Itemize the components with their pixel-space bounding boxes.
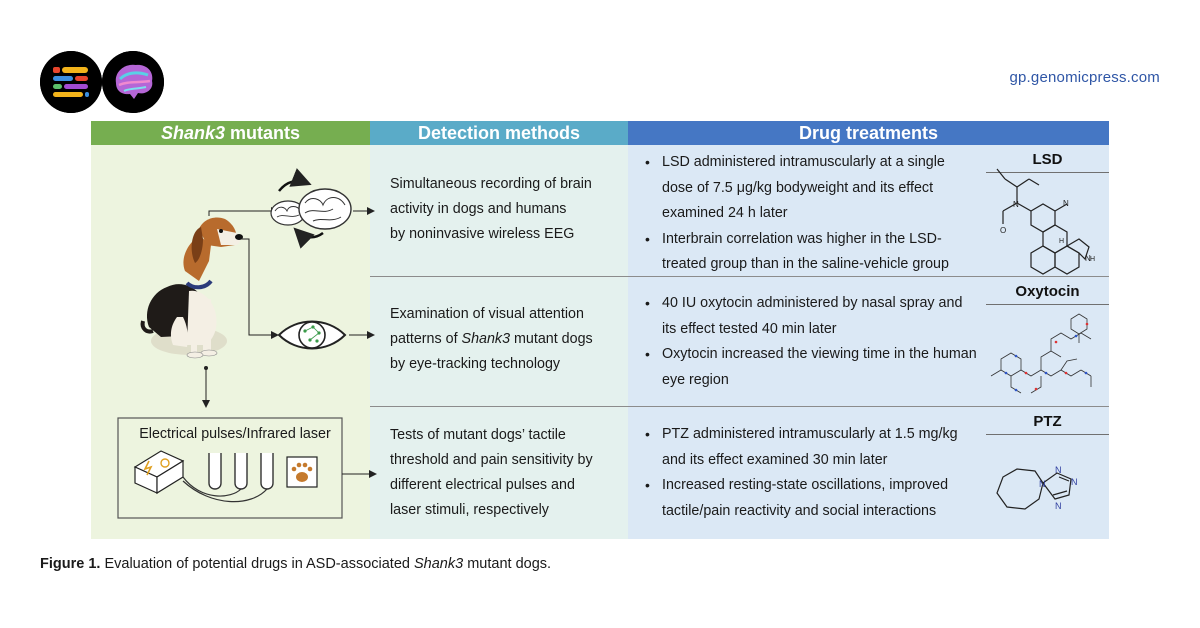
detection-text-tactile: Tests of mutant dogs’ tactile threshold … — [390, 427, 593, 518]
ptz-atom-label: N — [1055, 501, 1062, 511]
oxytocin-structure-diagram — [990, 313, 1092, 394]
bullet-item: PTZ administered intramuscularly at 1.5 … — [642, 422, 977, 473]
lsd-atom-label: O — [1000, 226, 1006, 235]
ptz-structure-diagram — [996, 468, 1072, 510]
lsd-bullets: LSD administered intramuscularly at a si… — [642, 150, 977, 278]
bullet-item: Interbrain correlation was higher in the… — [642, 227, 977, 278]
site-url[interactable]: gp.genomicpress.com — [1009, 69, 1160, 86]
drug-name-underline — [986, 172, 1109, 173]
bullet-item: Increased resting-state oscillations, im… — [642, 473, 977, 524]
ptz-atom-label: N — [1039, 479, 1046, 489]
bullet-item: 40 IU oxytocin administered by nasal spr… — [642, 291, 977, 342]
lsd-atom-label: N — [1085, 254, 1091, 263]
lsd-atom-label: H — [1090, 256, 1095, 263]
row-divider — [370, 406, 1109, 407]
header-mutants: Shank3 mutants — [91, 121, 370, 145]
lsd-atom-label: N — [1063, 199, 1069, 208]
dog-legs-icon — [208, 453, 274, 490]
connector-line — [208, 210, 269, 216]
drug-name-ptz: PTZ — [1033, 413, 1062, 430]
eye-icon — [277, 320, 347, 350]
electrode-wires — [182, 476, 268, 503]
figure-caption: Figure 1. Evaluation of potential drugs … — [40, 556, 552, 572]
bullet-item: LSD administered intramuscularly at a si… — [642, 150, 977, 227]
illustrations: O N N N H H — [117, 168, 1095, 519]
drug-name-oxytocin: Oxytocin — [1015, 283, 1080, 300]
drug-name-underline — [986, 434, 1109, 435]
header-detection: Detection methods — [370, 121, 628, 145]
lsd-atom-label: N — [1013, 200, 1019, 209]
detection-column — [370, 121, 628, 539]
brain-journal-logo — [102, 51, 164, 113]
detection-text-eeg: Simultaneous recording of brain activity… — [390, 176, 592, 242]
oxytocin-atom-dots — [1004, 322, 1089, 392]
lsd-structure-diagram — [996, 168, 1090, 275]
oxytocin-bullets: 40 IU oxytocin administered by nasal spr… — [642, 291, 977, 393]
brain-icon-large — [298, 188, 352, 230]
drug-name-lsd: LSD — [1032, 151, 1063, 168]
detection-text-eye-tracking: Examination of visual attention patterns… — [390, 306, 593, 372]
ptz-atom-label: N — [1071, 477, 1078, 487]
electrical-box-label: Electrical pulses/Infrared laser — [139, 426, 331, 442]
lsd-atom-label: H — [1059, 238, 1064, 245]
figure-panel: Shank3 mutants Detection methods Drug tr… — [91, 121, 1109, 539]
curved-arrow — [278, 168, 312, 192]
header-drugs: Drug treatments — [628, 121, 1109, 145]
beagle-dog-illustration — [140, 217, 243, 359]
ptz-bullets: PTZ administered intramuscularly at 1.5 … — [642, 422, 977, 524]
paw-print-icon — [286, 456, 318, 488]
ptz-atom-label: N — [1055, 465, 1062, 475]
drug-name-underline — [986, 304, 1109, 305]
genomic-press-logo — [40, 51, 102, 113]
bullet-item: Oxytocin increased the viewing time in t… — [642, 342, 977, 393]
connector-line — [241, 238, 274, 336]
electrical-box-frame — [117, 417, 343, 519]
stimulator-device-icon — [133, 450, 185, 495]
curved-arrow — [293, 227, 324, 249]
